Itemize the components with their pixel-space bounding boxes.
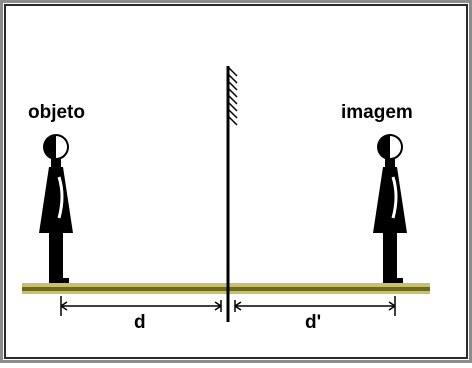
- image-figure-icon: [373, 134, 407, 283]
- frame-inner-border: [4, 4, 468, 359]
- floor: [22, 283, 430, 294]
- object-distance-dimension: [60, 296, 222, 316]
- object-figure-icon: [39, 134, 73, 283]
- image-distance-label: d': [305, 312, 321, 333]
- image-label: imagem: [341, 102, 413, 123]
- object-label: objeto: [28, 102, 85, 123]
- mirror-icon: [226, 66, 238, 322]
- object-distance-label: d: [134, 312, 146, 333]
- image-distance-dimension: [234, 296, 396, 316]
